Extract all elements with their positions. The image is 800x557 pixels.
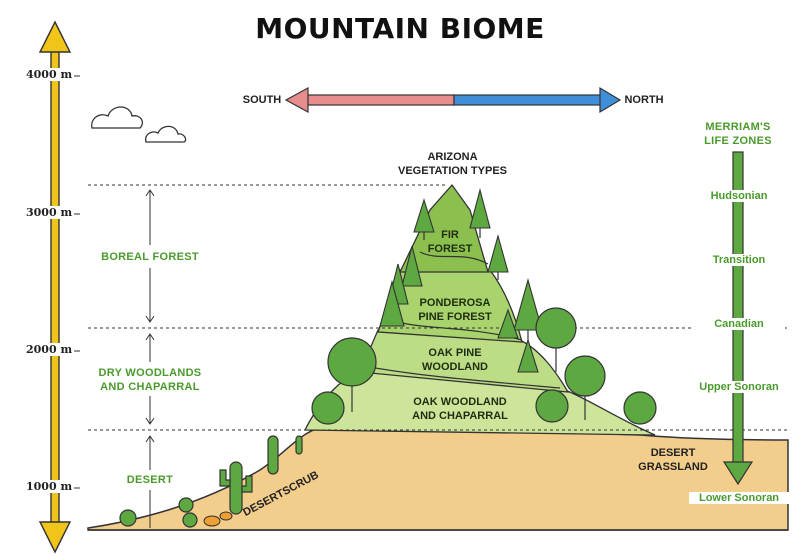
fir-forest-line2: FOREST xyxy=(427,243,473,255)
south-north-arrow xyxy=(284,86,622,114)
fir-forest-line1: FIR xyxy=(441,229,459,241)
dry-woodlands-label: DRY WOODLANDS AND CHAPARRAL xyxy=(88,366,212,394)
mountain-heading-line2: VEGETATION TYPES xyxy=(398,165,507,177)
mountain-heading-line1: ARIZONA xyxy=(427,151,478,163)
boreal-forest-label: BOREAL FOREST xyxy=(101,251,199,263)
life-zones-arrow xyxy=(722,151,754,486)
south-label: SOUTH xyxy=(242,94,282,106)
altitude-3000: 3000 m xyxy=(24,206,75,219)
north-label: NORTH xyxy=(624,94,664,106)
merriam-title: MERRIAM'S LIFE ZONES xyxy=(688,120,788,148)
page-title: MOUNTAIN BIOME xyxy=(255,12,545,45)
merriam-title-line2: LIFE ZONES xyxy=(704,135,772,147)
oak-woodland-line2: AND CHAPARRAL xyxy=(412,410,508,422)
ponderosa-line1: PONDEROSA xyxy=(419,297,491,309)
life-zone-lower-sonoran: Lower Sonoran xyxy=(689,492,789,504)
fir-forest-label: FIR FOREST xyxy=(410,228,490,256)
merriam-title-line1: MERRIAM'S xyxy=(705,121,771,133)
life-zone-upper-sonoran: Upper Sonoran xyxy=(689,381,789,393)
ponderosa-label: PONDEROSA PINE FOREST xyxy=(385,296,525,324)
oak-woodland-label: OAK WOODLAND AND CHAPARRAL xyxy=(395,395,525,423)
altitude-1000: 1000 m xyxy=(24,480,75,493)
ponderosa-line2: PINE FOREST xyxy=(418,311,492,323)
conifer-tree xyxy=(379,187,543,373)
desert-grassland-line1: DESERT xyxy=(650,447,696,459)
mountain-heading: ARIZONA VEGETATION TYPES xyxy=(380,150,525,178)
deciduous-tree xyxy=(311,307,657,425)
oak-pine-line2: WOODLAND xyxy=(422,361,488,373)
oak-woodland-line1: OAK WOODLAND xyxy=(413,396,507,408)
life-zone-canadian: Canadian xyxy=(693,318,785,330)
oak-pine-line1: OAK PINE xyxy=(428,347,482,359)
oak-pine-label: OAK PINE WOODLAND xyxy=(400,346,510,374)
cactus-icon xyxy=(119,435,303,528)
desert-grassland-line2: GRASSLAND xyxy=(638,461,708,473)
altitude-2000: 2000 m xyxy=(24,343,75,356)
life-zone-transition: Transition xyxy=(693,254,785,266)
cloud-icon xyxy=(91,106,187,143)
dry-woodlands-line2: AND CHAPARRAL xyxy=(100,381,200,393)
desert-label: DESERT xyxy=(126,474,174,486)
desert-grassland-label: DESERT GRASSLAND xyxy=(618,446,728,474)
altitude-arrow xyxy=(38,20,72,554)
altitude-4000: 4000 m xyxy=(24,68,75,81)
life-zone-hudsonian: Hudsonian xyxy=(693,190,785,202)
dry-woodlands-line1: DRY WOODLANDS xyxy=(98,367,202,379)
